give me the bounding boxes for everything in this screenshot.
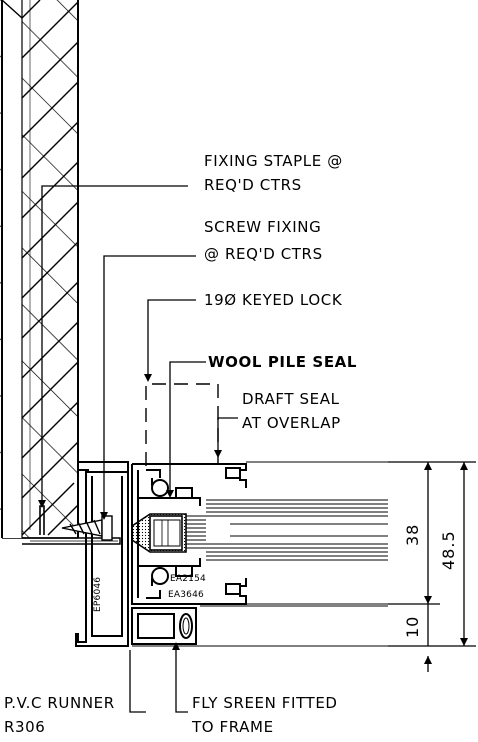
interlock-part-code: EA2154: [170, 574, 206, 584]
glazing: [206, 499, 388, 561]
pvc-runner-label-line1: P.V.C RUNNER: [4, 694, 115, 712]
fly-screen-label-line2: TO FRAME: [192, 718, 274, 736]
fixing-staple-label-line2: REQ'D CTRS: [204, 176, 302, 194]
leader-lines: [41, 185, 238, 713]
sash-part-code: EA3646: [168, 590, 204, 600]
fly-screen-label-line1: FLY SREEN FITTED: [192, 694, 338, 712]
lock-dashed-outline: [145, 383, 219, 466]
dimension-screen: 10: [403, 615, 422, 638]
keyed-lock-label: 19Ø KEYED LOCK: [204, 291, 343, 309]
draft-seal-label-line1: DRAFT SEAL: [242, 390, 340, 408]
frame-profile: [22, 461, 129, 647]
screw-fixing-label-line2: @ REQ'D CTRS: [204, 245, 323, 263]
dimension-sash: 38: [403, 523, 422, 546]
fly-screen-frame: [131, 607, 197, 645]
leader-arrowheads: [38, 374, 222, 650]
dimension-arrowheads: [424, 462, 468, 664]
wall-section: [0, 0, 79, 539]
keyed-lock: [131, 513, 187, 553]
wool-pile-seal-label: WOOL PILE SEAL: [208, 353, 358, 371]
fixing-staple-label-line1: FIXING STAPLE @: [204, 152, 343, 170]
draft-seal-label-line2: AT OVERLAP: [242, 414, 341, 432]
frame-part-code: EP6046: [93, 576, 103, 612]
dimension-overall: 48.5: [439, 530, 458, 570]
sash-profile: [131, 463, 247, 605]
screw-fixing: [61, 515, 113, 541]
screw-fixing-label-line1: SCREW FIXING: [204, 218, 322, 236]
pvc-runner-label-line2: R306: [4, 718, 46, 736]
wool-pile-seal: [186, 515, 206, 549]
